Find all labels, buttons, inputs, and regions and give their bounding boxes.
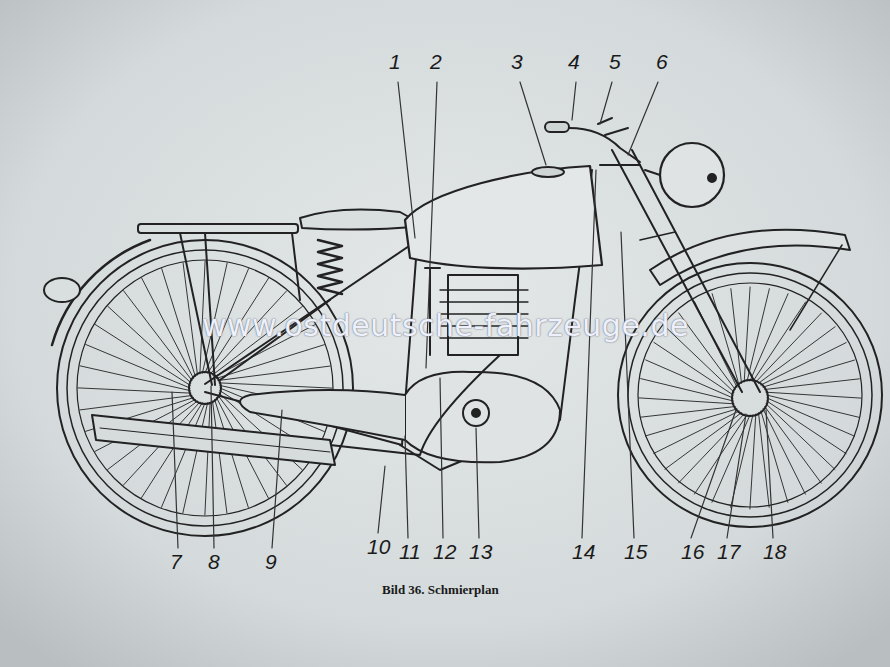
leader-line [628,82,658,155]
luggage-carrier [138,224,300,385]
leader-line [520,82,546,165]
leader-line [440,378,443,538]
callout-number: 10 [367,535,390,559]
callout-number: 1 [389,50,401,74]
callout-number: 4 [568,50,580,74]
leader-line [272,410,282,548]
callout-number: 15 [624,540,647,564]
callout-number: 8 [208,550,220,574]
headlamp [660,143,724,207]
leader-line [211,386,214,548]
leader-line [766,410,773,538]
leader-line [572,82,576,120]
leader-line [600,82,612,124]
rear-wheel [57,240,353,536]
callout-number: 17 [717,540,740,564]
front-wheel [618,263,882,527]
callout-number: 14 [572,540,595,564]
callout-number: 5 [609,50,621,74]
fuel-tank [405,166,602,269]
leader-line [405,436,408,538]
watermark: www.ostdeutsche-fahrzeuge.de [202,308,689,343]
leader-line [691,410,736,538]
leader-line [172,392,178,548]
engine [240,268,560,462]
tail-light [44,278,80,302]
leader-line [398,82,415,238]
leader-line [727,414,746,538]
callout-number: 2 [430,50,442,74]
leader-line [621,232,634,538]
callout-number: 7 [170,550,182,574]
handlebar [545,118,640,162]
leader-line [582,170,596,538]
callout-number: 18 [763,540,786,564]
leader-line [378,466,385,533]
seat-spring [318,240,342,294]
callout-number: 12 [433,540,456,564]
callout-number: 11 [399,540,421,564]
leader-line [476,428,479,538]
callout-number: 9 [265,550,277,574]
callout-number: 16 [681,540,704,564]
figure-caption: Bild 36. Schmierplan [382,582,499,598]
filler-cap [532,167,564,177]
callout-number: 13 [469,540,492,564]
exhaust [92,355,500,465]
callout-number: 3 [511,50,523,74]
callout-number: 6 [656,50,668,74]
